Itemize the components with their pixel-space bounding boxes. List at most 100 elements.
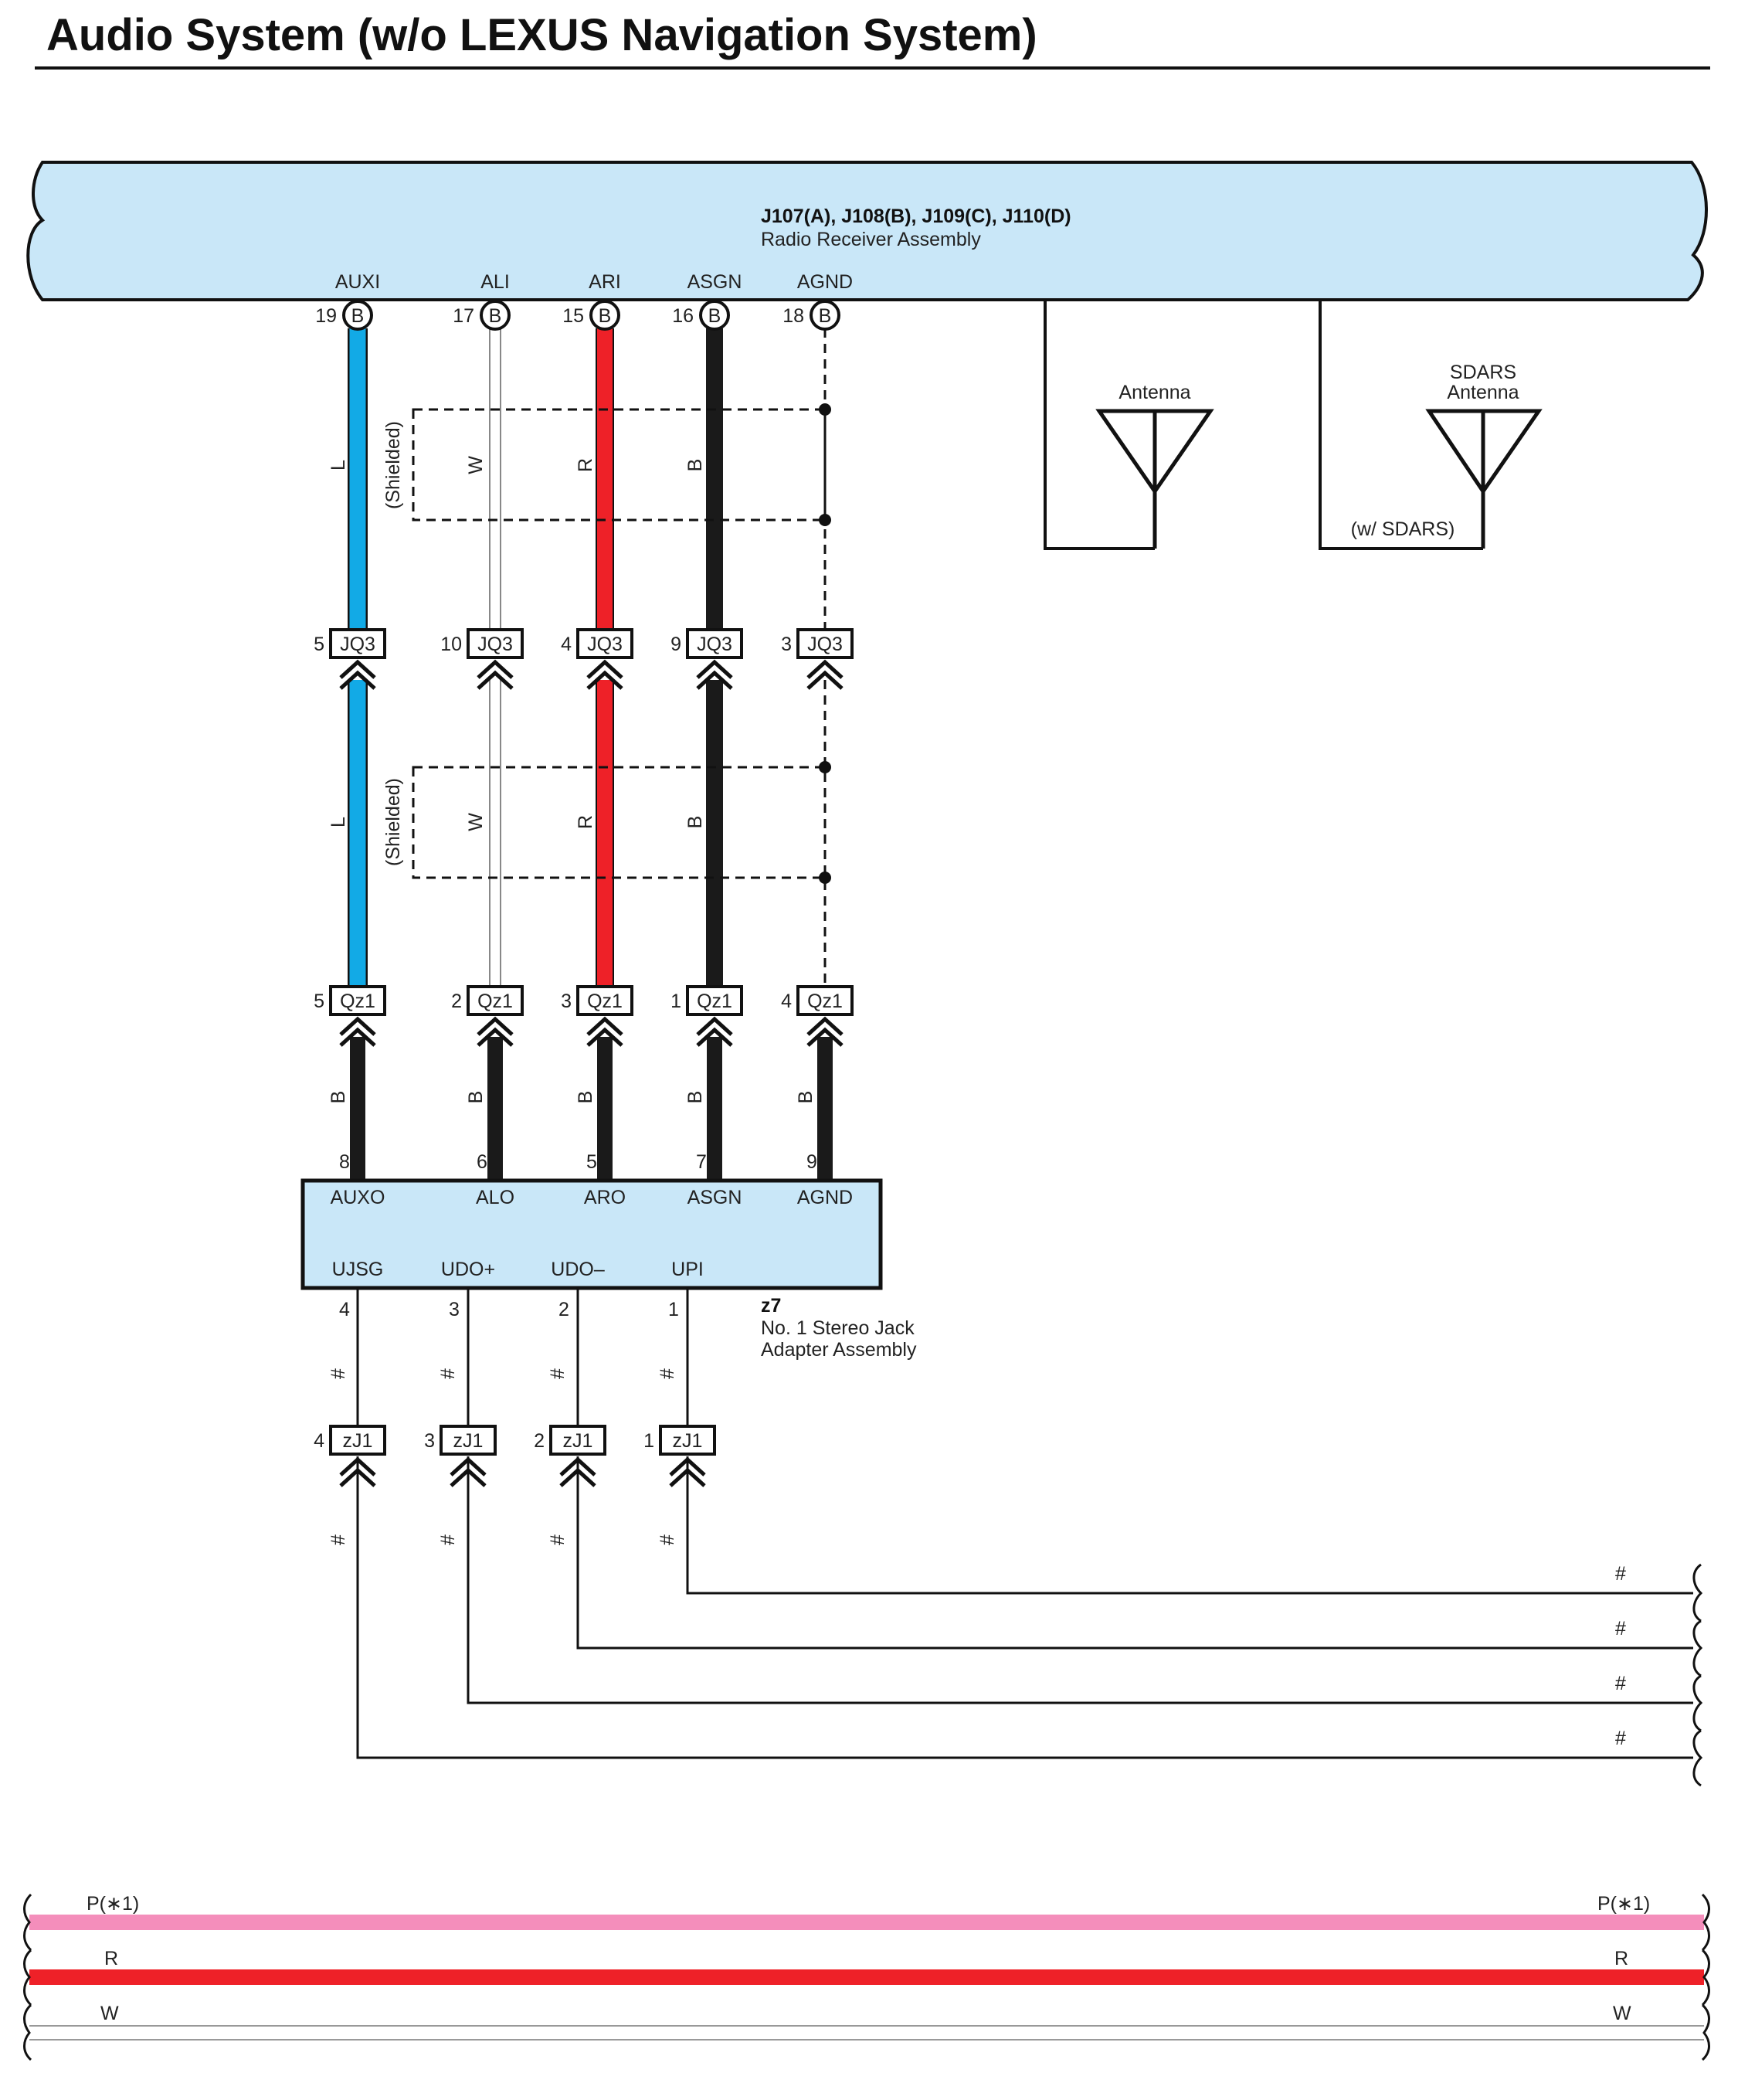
lower-wire-color-r: R <box>575 815 596 829</box>
lower-shield-junction-top <box>819 761 831 773</box>
jq3-terminal-chevrons <box>339 659 844 690</box>
hash-right-4: # <box>1615 1728 1626 1749</box>
qz1-pin-3: 3 <box>561 991 572 1012</box>
receiver-pin-16: 16 <box>672 305 694 327</box>
lower-shield <box>412 766 827 879</box>
hash-upper-2: # <box>437 1368 459 1379</box>
terminal-agnd-label: AGND <box>797 271 853 293</box>
hash-lower-3: # <box>547 1534 569 1545</box>
zj1-connector-boxes <box>329 1425 716 1456</box>
upper-wire-color-b: B <box>684 459 706 472</box>
adapter-wire-color-4: B <box>684 1091 706 1104</box>
bus-red-label-right: R <box>1614 1948 1628 1969</box>
jq3-connector-boxes <box>329 628 854 659</box>
receiver-pin-15: 15 <box>562 305 584 327</box>
adapter-name-line1: No. 1 Stereo Jack <box>761 1317 915 1339</box>
lower-shielded-label: (Shielded) <box>382 778 404 866</box>
adapter-to-zj1-wires <box>356 1288 689 1426</box>
lower-wire-color-l: L <box>328 817 349 827</box>
hash-upper-3: # <box>547 1368 569 1379</box>
hash-lower-2: # <box>437 1534 459 1545</box>
sdars-note: (w/ SDARS) <box>1351 518 1455 540</box>
page-title: Audio System (w/o LEXUS Navigation Syste… <box>46 10 1037 60</box>
receiver-pin-18: 18 <box>782 305 804 327</box>
receiver-conn-b-3: B <box>599 305 612 327</box>
adapter-terminal-agnd: AGND <box>797 1187 853 1208</box>
adapter-bottom-pin-2: 2 <box>558 1299 569 1320</box>
jq3-label-1: JQ3 <box>340 634 375 655</box>
zj1-pin-3: 3 <box>424 1430 435 1452</box>
adapter-pin-5: 5 <box>586 1151 597 1173</box>
bus-pink-label-right: P(∗1) <box>1597 1893 1650 1915</box>
antenna-wire <box>1044 300 1155 550</box>
stereo-jack-adapter-box <box>300 1178 883 1290</box>
upper-wire-color-l: L <box>328 460 349 471</box>
bus-white-label-left: W <box>100 2003 119 2024</box>
terminal-asgn-label: ASGN <box>687 271 742 293</box>
qz1-label-3: Qz1 <box>587 991 623 1012</box>
upper-shield <box>412 408 827 522</box>
adapter-pin-8: 8 <box>339 1151 350 1173</box>
bus-red-label-left: R <box>104 1948 118 1969</box>
adapter-terminal-aro: ARO <box>584 1187 626 1208</box>
receiver-pin-19: 19 <box>315 305 337 327</box>
upper-shielded-label: (Shielded) <box>382 421 404 509</box>
radio-receiver-panel <box>26 161 1708 301</box>
lower-wire-color-b: B <box>684 816 706 829</box>
sdars-antenna-icon <box>1425 409 1543 549</box>
terminal-ali-label: ALI <box>480 271 510 293</box>
hash-right-2: # <box>1615 1618 1626 1640</box>
receiver-name: Radio Receiver Assembly <box>761 229 981 250</box>
adapter-bottom-pin-1: 1 <box>668 1299 679 1320</box>
adapter-black-wires <box>350 1037 833 1181</box>
right-continuation-marks <box>1692 1563 1703 1787</box>
jq3-label-2: JQ3 <box>477 634 513 655</box>
lower-wire-color-w: W <box>465 813 487 831</box>
upper-wire-color-r: R <box>575 458 596 472</box>
receiver-pin-circles <box>342 300 840 331</box>
hash-upper-1: # <box>328 1368 349 1379</box>
qz1-label-4: Qz1 <box>697 991 732 1012</box>
qz1-connector-boxes <box>329 985 854 1016</box>
receiver-conn-b-5: B <box>819 305 832 327</box>
sdars-label-line1: SDARS <box>1450 362 1516 383</box>
bus-left-continuation-marks <box>23 1893 32 2061</box>
zj1-label-2: zJ1 <box>453 1430 484 1452</box>
adapter-terminal-asgn: ASGN <box>687 1187 742 1208</box>
adapter-wire-color-2: B <box>465 1091 487 1104</box>
zj1-label-4: zJ1 <box>673 1430 703 1452</box>
upper-shield-junction-top <box>819 403 831 416</box>
terminal-auxi-label: AUXI <box>335 271 380 293</box>
zj1-label-3: zJ1 <box>563 1430 593 1452</box>
zj1-outgoing-wires <box>356 1456 1693 1759</box>
qz1-pin-4: 4 <box>781 991 792 1012</box>
jq3-pin-9: 9 <box>670 634 681 655</box>
zj1-pin-1: 1 <box>643 1430 654 1452</box>
hash-right-1: # <box>1615 1563 1626 1585</box>
adapter-wire-color-1: B <box>328 1091 349 1104</box>
adapter-terminal-udo-plus: UDO+ <box>441 1259 495 1280</box>
antenna-icon <box>1095 409 1214 549</box>
receiver-pin-17: 17 <box>453 305 474 327</box>
sdars-antenna-wire <box>1319 300 1483 550</box>
bus-pink-label-left: P(∗1) <box>87 1893 139 1915</box>
hash-lower-4: # <box>657 1534 678 1545</box>
bus-right-continuation-marks <box>1701 1893 1710 2061</box>
adapter-pin-7: 7 <box>696 1151 707 1173</box>
qz1-label-5: Qz1 <box>807 991 843 1012</box>
adapter-bottom-pin-4: 4 <box>339 1299 350 1320</box>
receiver-conn-b-1: B <box>351 305 365 327</box>
zj1-label-1: zJ1 <box>343 1430 373 1452</box>
jq3-label-5: JQ3 <box>807 634 843 655</box>
qz1-pin-1: 1 <box>670 991 681 1012</box>
adapter-name-line2: Adapter Assembly <box>761 1339 917 1361</box>
lower-shield-junction-bottom <box>819 872 831 884</box>
adapter-id: z7 <box>761 1295 781 1317</box>
sdars-label-line2: Antenna <box>1447 382 1519 403</box>
adapter-pin-9: 9 <box>806 1151 817 1173</box>
receiver-connectors: J107(A), J108(B), J109(C), J110(D) <box>761 206 1071 227</box>
jq3-label-4: JQ3 <box>697 634 732 655</box>
qz1-pin-2: 2 <box>451 991 462 1012</box>
qz1-label-1: Qz1 <box>340 991 375 1012</box>
